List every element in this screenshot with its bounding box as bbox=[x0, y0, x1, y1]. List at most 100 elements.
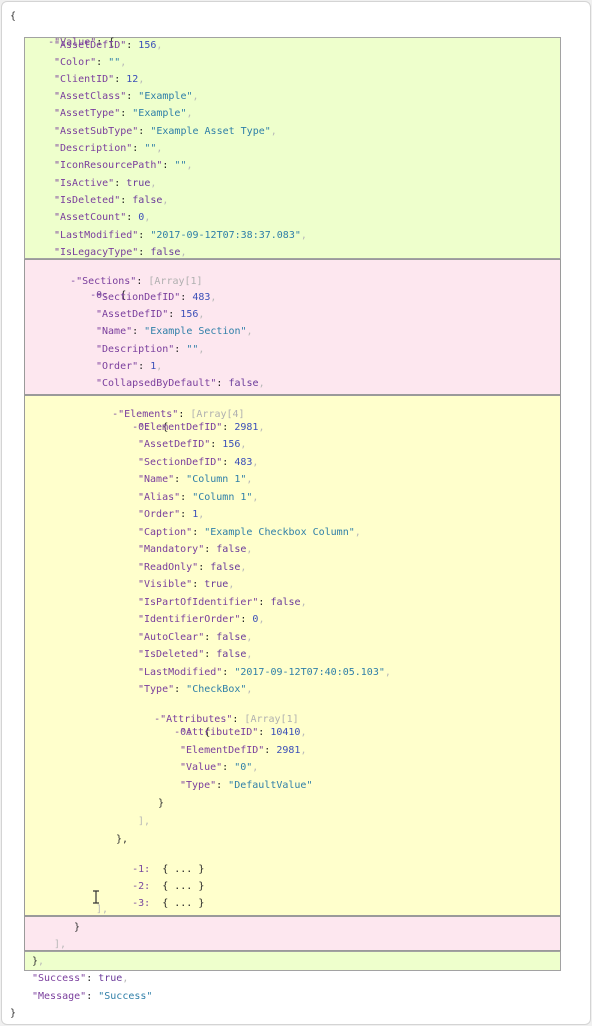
attribute-0-close-brace: } bbox=[158, 798, 165, 809]
value-Description: "" bbox=[186, 344, 199, 355]
key-ElementDefID: "ElementDefID" bbox=[138, 422, 223, 433]
value-AutoClear: false bbox=[216, 632, 247, 643]
key-IsPartOfIdentifier: "IsPartOfIdentifier" bbox=[138, 597, 259, 608]
elements-band bbox=[24, 395, 561, 916]
element-3-expand-toggle[interactable]: -3: bbox=[132, 898, 151, 909]
attribute-0-collapse-toggle[interactable]: -0: bbox=[174, 727, 193, 738]
text-cursor-icon bbox=[93, 890, 99, 904]
sections-close-band bbox=[24, 916, 561, 951]
value-CollapsedByDefault: false bbox=[228, 378, 259, 389]
key-IsDeleted: "IsDeleted" bbox=[138, 649, 205, 660]
attributes-collapse-toggle[interactable]: - bbox=[154, 714, 161, 725]
key-AssetSubType: "AssetSubType" bbox=[54, 126, 139, 137]
value-Visible: true bbox=[204, 579, 229, 590]
root-open-brace: { bbox=[10, 11, 17, 22]
value-AssetCount: 0 bbox=[138, 212, 145, 223]
key-Caption: "Caption" bbox=[138, 527, 193, 538]
key-ElementDefID: "ElementDefID" bbox=[180, 745, 265, 756]
key-Attributes: "Attributes" bbox=[160, 714, 233, 725]
root-close-brace: } bbox=[10, 1008, 17, 1019]
value-AssetSubType: "Example Asset Type" bbox=[150, 126, 271, 137]
value-AssetType: "Example" bbox=[132, 108, 187, 119]
value-IsPartOfIdentifier: false bbox=[270, 597, 301, 608]
sections-band bbox=[24, 259, 561, 395]
key-Type: "Type" bbox=[138, 684, 175, 695]
element-3-collapsed[interactable]: { ... } bbox=[162, 898, 205, 909]
value-Caption: "Example Checkbox Column" bbox=[204, 527, 355, 538]
key-AssetCount: "AssetCount" bbox=[54, 212, 127, 223]
value-LastModified: "2017-09-12T07:40:05.103" bbox=[234, 667, 385, 678]
key-Order: "Order" bbox=[96, 361, 139, 372]
value-Value: "0" bbox=[234, 762, 253, 773]
value-SectionDefID: 483 bbox=[192, 292, 211, 303]
key-IsDeleted: "IsDeleted" bbox=[54, 195, 121, 206]
value-IsLegacyType: false bbox=[150, 247, 181, 258]
value-ElementDefID: 2981 bbox=[234, 422, 259, 433]
key-IsActive: "IsActive" bbox=[54, 178, 115, 189]
value-Name: "Column 1" bbox=[186, 474, 247, 485]
value-Alias: "Column 1" bbox=[192, 492, 253, 503]
key-Type: "Type" bbox=[180, 780, 217, 791]
key-Elements: "Elements" bbox=[118, 409, 179, 420]
value-AssetClass: "Example" bbox=[138, 91, 193, 102]
value-IconResourcePath: "" bbox=[174, 160, 187, 171]
elements-close-bracket: ], bbox=[96, 904, 109, 915]
value-Description: "" bbox=[144, 143, 157, 154]
value-Message: "Success" bbox=[98, 991, 153, 1002]
key-Name: "Name" bbox=[96, 326, 133, 337]
key-LastModified: "LastModified" bbox=[138, 667, 223, 678]
section-0-collapse-toggle[interactable]: -0: bbox=[90, 290, 109, 301]
element-1-collapsed[interactable]: { ... } bbox=[162, 864, 205, 875]
element-0-collapse-toggle[interactable]: -0: bbox=[132, 422, 151, 433]
elements-array-label: [Array[4] bbox=[190, 409, 245, 420]
key-AutoClear: "AutoClear" bbox=[138, 632, 205, 643]
value-close-brace: }, bbox=[32, 956, 45, 967]
key-Sections: "Sections" bbox=[76, 276, 137, 287]
value-collapse-toggle[interactable]: - bbox=[48, 37, 55, 48]
key-AssetDefID: "AssetDefID" bbox=[54, 40, 127, 51]
key-Value: "Value" bbox=[180, 762, 223, 773]
key-Mandatory: "Mandatory" bbox=[138, 544, 205, 555]
key-Success: "Success" bbox=[32, 973, 87, 984]
value-ElementDefID: 2981 bbox=[276, 745, 301, 756]
key-AttributeID: "AttributeID" bbox=[180, 727, 259, 738]
key-ReadOnly: "ReadOnly" bbox=[138, 562, 199, 573]
value-IsDeleted: false bbox=[132, 195, 163, 206]
key-IconResourcePath: "IconResourcePath" bbox=[54, 160, 163, 171]
element-2-collapsed[interactable]: { ... } bbox=[162, 881, 205, 892]
value-AttributeID: 10410 bbox=[270, 727, 301, 738]
sections-close-bracket: ], bbox=[54, 939, 67, 950]
attributes-array-label: [Array[1] bbox=[244, 714, 299, 725]
value-AssetDefID: 156 bbox=[180, 309, 199, 320]
key-SectionDefID: "SectionDefID" bbox=[96, 292, 181, 303]
key-Name: "Name" bbox=[138, 474, 175, 485]
section-0-close-brace: } bbox=[74, 922, 81, 933]
key-IsLegacyType: "IsLegacyType" bbox=[54, 247, 139, 258]
key-LastModified: "LastModified" bbox=[54, 230, 139, 241]
attributes-close-bracket: ], bbox=[138, 816, 151, 827]
element-2-expand-toggle[interactable]: -2: bbox=[132, 881, 151, 892]
key-Color: "Color" bbox=[54, 57, 97, 68]
value-Name: "Example Section" bbox=[144, 326, 247, 337]
key-Order: "Order" bbox=[138, 509, 181, 520]
value-Success: true bbox=[98, 973, 123, 984]
key-Message: "Message" bbox=[32, 991, 87, 1002]
value-AssetDefID: 156 bbox=[138, 40, 157, 51]
value-ReadOnly: false bbox=[210, 562, 241, 573]
value-IsActive: true bbox=[126, 178, 151, 189]
sections-array-label: [Array[1] bbox=[148, 276, 203, 287]
value-Order: 1 bbox=[150, 361, 157, 372]
value-IsDeleted: false bbox=[216, 649, 247, 660]
value-Type: "DefaultValue" bbox=[228, 780, 313, 791]
element-1-expand-toggle[interactable]: -1: bbox=[132, 864, 151, 875]
elements-collapse-toggle[interactable]: - bbox=[112, 409, 119, 420]
key-Alias: "Alias" bbox=[138, 492, 181, 503]
sections-collapse-toggle[interactable]: - bbox=[70, 276, 77, 287]
value-AssetDefID: 156 bbox=[222, 439, 241, 450]
value-band bbox=[24, 37, 561, 259]
key-CollapsedByDefault: "CollapsedByDefault" bbox=[96, 378, 217, 389]
value-IdentifierOrder: 0 bbox=[252, 614, 259, 625]
key-AssetDefID: "AssetDefID" bbox=[96, 309, 169, 320]
value-Color: "" bbox=[108, 57, 121, 68]
